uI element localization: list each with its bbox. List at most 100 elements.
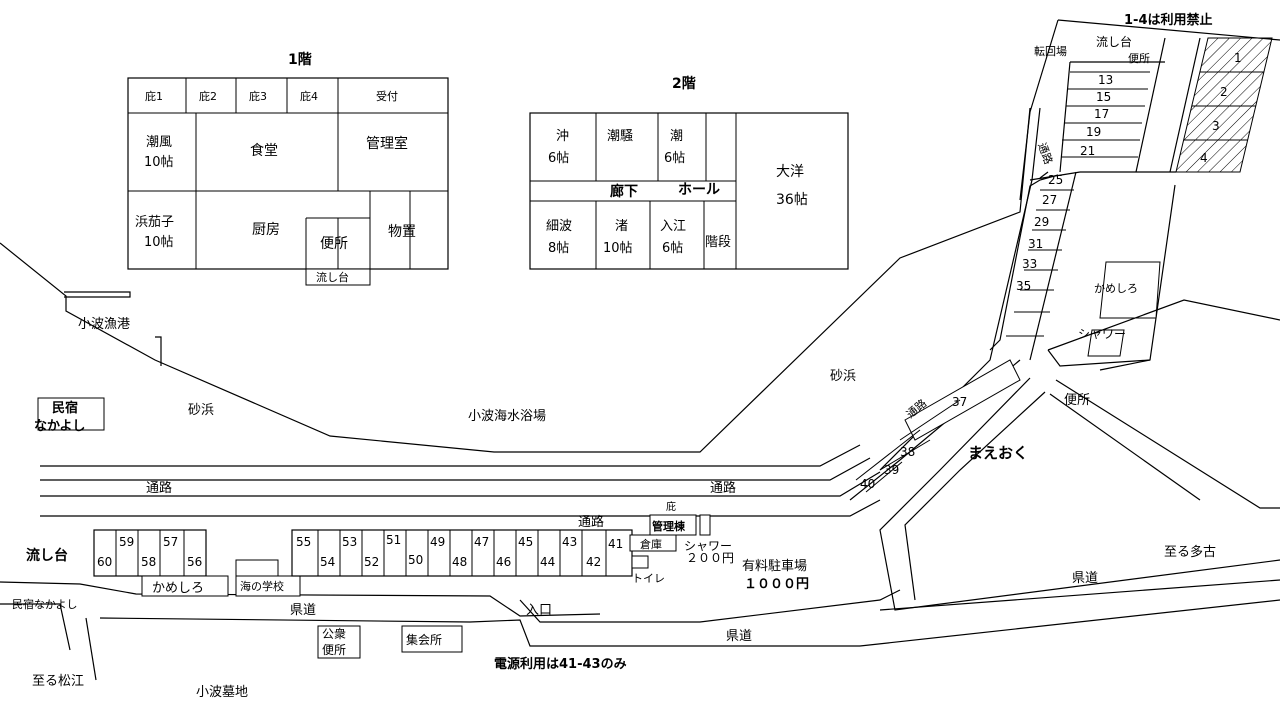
room-sink-1f: 流し台 bbox=[316, 270, 349, 284]
room-shiosai: 潮騒 bbox=[607, 129, 633, 144]
room-oki: 沖 bbox=[556, 129, 569, 144]
site-42: 42 bbox=[586, 555, 601, 569]
label-kameshiro-right: かめしろ bbox=[1094, 282, 1138, 295]
site-51: 51 bbox=[386, 533, 401, 547]
site-59: 59 bbox=[119, 535, 134, 549]
room-storage: 物置 bbox=[388, 224, 416, 240]
site-47: 47 bbox=[474, 535, 489, 549]
room-corridor: 廊下 bbox=[610, 183, 638, 200]
label-public-toilet-1: 公衆 bbox=[322, 627, 346, 641]
room-oki-size: 6帖 bbox=[548, 151, 569, 166]
label-inn2: なかよし bbox=[34, 419, 85, 434]
label-kendo-1: 県道 bbox=[290, 603, 316, 618]
label-umi-school: 海の学校 bbox=[240, 579, 284, 593]
floor1-plan: 1階 庇1 庇2 庇3 庇4 受付 潮風 10帖 食堂 管理室 浜茄子 10帖 … bbox=[127, 51, 449, 286]
label-kendo-3: 県道 bbox=[1072, 571, 1098, 586]
site-1: 1 bbox=[1234, 51, 1242, 65]
label-road-2: 通路 bbox=[710, 480, 736, 496]
label-shower-price2: ２００円 bbox=[686, 551, 734, 565]
label-road-diag: 通路 bbox=[1035, 141, 1055, 166]
site-31: 31 bbox=[1028, 237, 1043, 251]
room-taiyo-size: 36帖 bbox=[776, 192, 808, 208]
site-55: 55 bbox=[296, 535, 311, 549]
restricted-sites-area bbox=[1175, 37, 1273, 173]
site-44: 44 bbox=[540, 555, 555, 569]
room-stairs: 階段 bbox=[705, 235, 731, 250]
label-sink-bottom: 流し台 bbox=[26, 547, 68, 564]
label-hisashi: 庇 bbox=[666, 500, 676, 513]
site-60: 60 bbox=[97, 555, 112, 569]
upper-right-area: 1-4は利用禁止 転回場 流し台 便所 通路 通路 かめしろ シャワー 便所 ま… bbox=[830, 12, 1280, 611]
site-56: 56 bbox=[187, 555, 202, 569]
room-taiyo: 大洋 bbox=[776, 164, 804, 180]
room-shiokaze-size: 10帖 bbox=[144, 155, 174, 170]
site-49: 49 bbox=[430, 535, 445, 549]
floor2-title: 2階 bbox=[672, 75, 696, 92]
room-sazanami: 細波 bbox=[546, 219, 572, 234]
site-39: 39 bbox=[884, 463, 899, 477]
room-dining: 食堂 bbox=[250, 142, 278, 159]
floor2-plan: 2階 沖 6帖 潮騒 潮 6帖 大洋 36帖 廊下 ホール 細波 8帖 渚 10… bbox=[529, 75, 849, 270]
room-hamanasu: 浜茄子 bbox=[135, 215, 174, 230]
label-road-3: 通路 bbox=[578, 514, 604, 530]
site-45: 45 bbox=[518, 535, 533, 549]
label-toilet-top: 便所 bbox=[1128, 52, 1150, 65]
room-irie-size: 6帖 bbox=[662, 241, 683, 256]
beach-labels: 小波漁港 砂浜 小波海水浴場 民宿 なかよし bbox=[34, 317, 546, 434]
floor1-title: 1階 bbox=[288, 51, 312, 68]
label-beach: 小波海水浴場 bbox=[468, 409, 546, 424]
site-19: 19 bbox=[1086, 125, 1101, 139]
room-hisashi1: 庇1 bbox=[145, 89, 163, 103]
site-37: 37 bbox=[952, 395, 967, 409]
label-maeoku: まえおく bbox=[968, 444, 1028, 462]
site-41: 41 bbox=[608, 537, 623, 551]
label-meeting-hall: 集会所 bbox=[406, 632, 442, 647]
site-3: 3 bbox=[1212, 119, 1220, 133]
site-50: 50 bbox=[408, 553, 423, 567]
label-no-use: 1-4は利用禁止 bbox=[1124, 12, 1213, 28]
room-hisashi2: 庇2 bbox=[199, 89, 217, 103]
label-to-tako: 至る多古 bbox=[1164, 544, 1216, 560]
roads: 通路 通路 通路 県道 県道 県道 至る多古 民宿なかよし 入口 至る松江 小波… bbox=[0, 444, 1280, 700]
site-2: 2 bbox=[1220, 85, 1228, 99]
label-shower-price: シャワー bbox=[684, 539, 732, 553]
label-sand-left: 砂浜 bbox=[188, 403, 214, 418]
site-57: 57 bbox=[163, 535, 178, 549]
label-parking: 有料駐車場 bbox=[742, 559, 807, 574]
room-office: 管理室 bbox=[366, 135, 408, 152]
room-nagisa-size: 10帖 bbox=[603, 241, 633, 256]
site-46: 46 bbox=[496, 555, 511, 569]
room-hisashi4: 庇4 bbox=[300, 89, 318, 103]
label-kameshiro-bottom: かめしろ bbox=[152, 581, 204, 596]
label-parking-price: １０００円 bbox=[744, 577, 809, 592]
label-power-note: 電源利用は41-43のみ bbox=[494, 656, 627, 672]
site-38: 38 bbox=[900, 445, 915, 459]
site-17: 17 bbox=[1094, 107, 1109, 121]
site-43: 43 bbox=[562, 535, 577, 549]
site-21: 21 bbox=[1080, 144, 1095, 158]
site-58: 58 bbox=[141, 555, 156, 569]
room-kitchen: 厨房 bbox=[252, 222, 280, 238]
bottom-sites: 流し台 60 59 58 57 56 かめしろ 海の学校 55 54 53 52… bbox=[26, 500, 809, 672]
site-27: 27 bbox=[1042, 193, 1057, 207]
label-road-1: 通路 bbox=[146, 480, 172, 496]
site-25: 25 bbox=[1048, 173, 1063, 187]
label-shower-right: シャワー bbox=[1078, 327, 1126, 341]
label-toilet-bottom: トイレ bbox=[632, 572, 665, 585]
room-ushio: 潮 bbox=[670, 129, 683, 144]
label-inn: 民宿 bbox=[52, 400, 78, 416]
room-hisashi3: 庇3 bbox=[249, 89, 267, 103]
room-sazanami-size: 8帖 bbox=[548, 241, 569, 256]
room-hamanasu-size: 10帖 bbox=[144, 235, 174, 250]
site-52: 52 bbox=[364, 555, 379, 569]
room-irie: 入江 bbox=[660, 219, 686, 234]
room-shiokaze: 潮風 bbox=[146, 135, 172, 150]
label-toilet-right: 便所 bbox=[1064, 393, 1090, 408]
label-sand-right: 砂浜 bbox=[830, 369, 856, 384]
site-33: 33 bbox=[1022, 257, 1037, 271]
site-54: 54 bbox=[320, 555, 335, 569]
label-sink-top: 流し台 bbox=[1096, 34, 1132, 49]
site-4: 4 bbox=[1200, 151, 1208, 165]
label-cemetery: 小波墓地 bbox=[196, 685, 248, 700]
